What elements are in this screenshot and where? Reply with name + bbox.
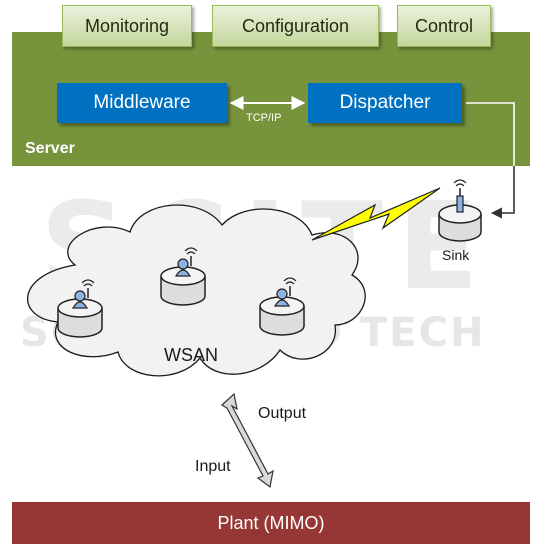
sink-node	[438, 179, 482, 242]
plant-label: Plant (MIMO)	[217, 512, 325, 533]
tab-configuration[interactable]: Configuration	[212, 5, 379, 47]
tab-monitoring[interactable]: Monitoring	[62, 5, 192, 47]
plant-block: Plant (MIMO)	[12, 502, 530, 544]
input-output-arrow	[221, 392, 274, 489]
dispatcher-box: Dispatcher	[308, 83, 462, 123]
server-label: Server	[25, 140, 75, 157]
tab-control-label: Control	[414, 15, 474, 36]
dispatcher-sink-connector	[466, 102, 515, 219]
input-label: Input	[195, 458, 231, 475]
wsan-label: WSAN	[164, 345, 218, 365]
sensor-node-2	[160, 247, 206, 306]
tcp-ip-label: TCP/IP	[246, 112, 282, 124]
tab-configuration-label: Configuration	[241, 15, 350, 36]
output-label: Output	[258, 405, 307, 422]
sensor-node-1	[57, 279, 103, 338]
sink-label: Sink	[442, 247, 470, 263]
tab-monitoring-label: Monitoring	[84, 15, 170, 36]
middleware-label: Middleware	[93, 92, 191, 113]
sensor-node-3	[259, 277, 305, 336]
tab-control[interactable]: Control	[397, 5, 491, 47]
dispatcher-label: Dispatcher	[339, 92, 431, 113]
wireless-bolt-icon	[311, 187, 441, 241]
middleware-box: Middleware	[57, 83, 227, 123]
